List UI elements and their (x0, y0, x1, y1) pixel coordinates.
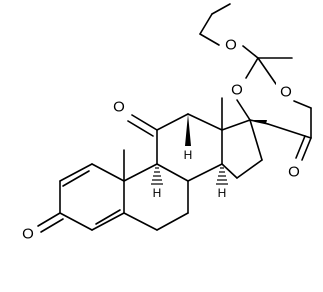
hash-bond-h9 (151, 167, 163, 185)
dioxanone-oxygen-label: O (288, 164, 300, 181)
bonds (37, 3, 312, 233)
c11-ketone-oxygen-label: O (113, 99, 125, 116)
hash-bond-h14 (216, 167, 228, 185)
ethoxy-oxygen-label: O (225, 37, 237, 54)
dioxane-oxygen-left-label: O (231, 82, 243, 99)
wedge-bond-c17 (250, 120, 267, 124)
wedge-bond-h8 (185, 114, 191, 146)
dioxane-oxygen-right-label: O (280, 84, 292, 101)
c9-hydrogen-label: H (153, 186, 162, 200)
c3-ketone-oxygen-label: O (22, 226, 34, 243)
c14-hydrogen-label: H (218, 186, 227, 200)
atom-labels: O O O O O O H H H (22, 36, 300, 243)
c8-hydrogen-label: H (184, 148, 193, 162)
